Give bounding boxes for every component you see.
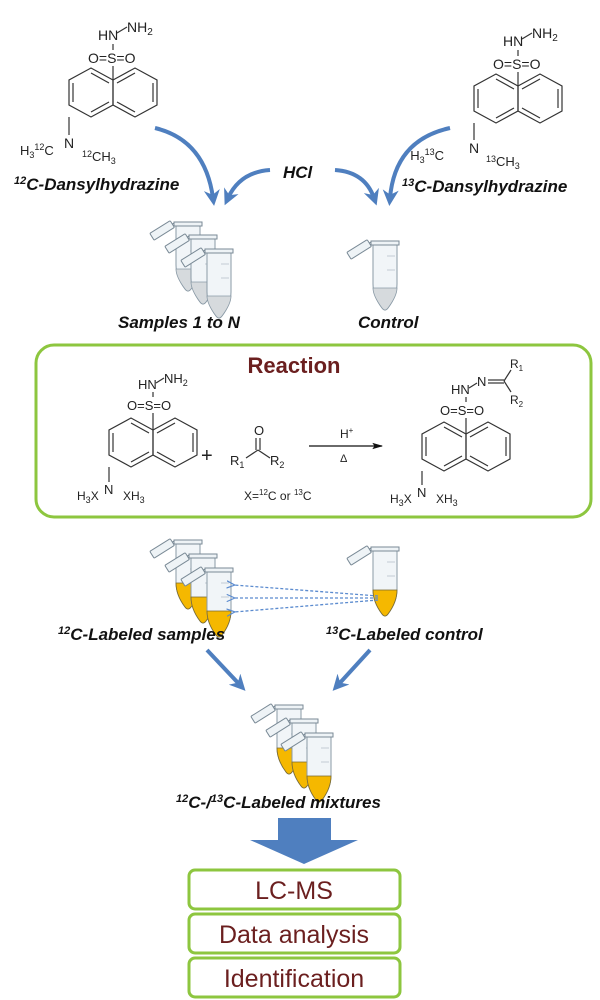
reaction-carbonyl: O R1 R2 <box>230 423 284 470</box>
reagent-12c-label: 12C-Dansylhydrazine <box>14 175 179 194</box>
svg-text:N: N <box>477 374 486 389</box>
amine-n: N <box>469 140 479 156</box>
hcl-label: HCl <box>283 163 314 182</box>
svg-text:O=S=O: O=S=O <box>440 403 484 418</box>
left-methyl: H312C <box>20 142 54 160</box>
svg-text:R2: R2 <box>510 393 524 409</box>
sulfonyl-group: O=S=O <box>88 50 136 66</box>
amine-nh2: NH2 <box>127 19 153 38</box>
control-label: Control <box>358 313 420 332</box>
arrow-samples-to-mixture <box>205 648 246 691</box>
samples-label: Samples 1 to N <box>118 313 241 332</box>
reagent-13c-label: 13C-Dansylhydrazine <box>402 177 567 196</box>
sample-tubes-12c-labeled <box>149 537 234 638</box>
control-tube-13c-labeled <box>346 544 400 617</box>
sample-tubes-unlabeled <box>149 219 234 319</box>
condition-acid: H+ <box>340 426 354 441</box>
svg-text:Identification: Identification <box>224 965 364 993</box>
svg-text:LC-MS: LC-MS <box>255 877 333 905</box>
reaction-product: HN N R1 R2 O=S=O N H3X XH3 <box>390 357 524 508</box>
arrow-hcl-to-control <box>334 168 379 206</box>
svg-text:NH2: NH2 <box>164 371 188 388</box>
condition-heat: Δ <box>340 453 348 465</box>
reaction-box <box>34 343 593 519</box>
hydrazine-hn: HN <box>98 27 118 43</box>
arrow-12c-to-samples <box>154 126 220 206</box>
pipeline-step-data-analysis: Data analysis <box>187 912 402 955</box>
amine-nh2: NH2 <box>532 25 558 44</box>
dashed-arrow-1 <box>234 585 379 597</box>
amine-n: N <box>64 135 74 151</box>
hydrazine-hn: HN <box>503 33 523 49</box>
svg-text:R1: R1 <box>230 453 244 470</box>
svg-text:H3X: H3X <box>77 489 99 505</box>
svg-text:XH3: XH3 <box>436 492 458 508</box>
mixture-tubes <box>250 702 334 803</box>
svg-text:O=S=O: O=S=O <box>127 398 171 413</box>
svg-text:O: O <box>254 423 264 438</box>
right-methyl: 12CH3 <box>82 149 116 166</box>
svg-text:H3X: H3X <box>390 492 412 508</box>
svg-text:R2: R2 <box>270 453 284 470</box>
reaction-reactant: HN NH2 O=S=O N H3X XH3 <box>77 371 198 505</box>
arrow-13c-to-control <box>382 126 451 206</box>
right-methyl: 13CH3 <box>486 154 520 171</box>
labeled-control-label: 13C-Labeled control <box>326 625 484 644</box>
pipeline-step-lcms: LC-MS <box>187 868 402 911</box>
labeled-samples-label: 12C-Labeled samples <box>58 625 225 644</box>
arrow-hcl-to-samples <box>224 168 271 206</box>
svg-text:HN: HN <box>451 382 470 397</box>
reagent-13c-structure: HN NH2 O=S=O N H313C 13CH3 <box>410 25 563 171</box>
x-definition: X=12C or 13C <box>244 488 312 503</box>
svg-text:N: N <box>417 485 426 500</box>
pipeline-step-identification: Identification <box>187 956 402 999</box>
svg-text:R1: R1 <box>510 357 524 373</box>
plus-sign: + <box>201 445 213 467</box>
svg-text:N: N <box>104 482 113 497</box>
left-methyl: H313C <box>410 147 444 165</box>
reaction-title: Reaction <box>248 353 341 378</box>
mixtures-label: 12C-/13C-Labeled mixtures <box>176 793 381 812</box>
arrow-control-to-mixture <box>332 648 372 691</box>
svg-text:XH3: XH3 <box>123 489 145 505</box>
reagent-12c-structure: HN NH2 O=S=O N H312C 12CH3 <box>20 19 158 166</box>
down-block-arrow <box>250 818 358 864</box>
dashed-arrow-3 <box>234 599 379 612</box>
svg-text:Data analysis: Data analysis <box>219 921 369 949</box>
svg-text:HN: HN <box>138 377 157 392</box>
sulfonyl-group: O=S=O <box>493 56 541 72</box>
control-tube-unlabeled <box>346 238 400 311</box>
